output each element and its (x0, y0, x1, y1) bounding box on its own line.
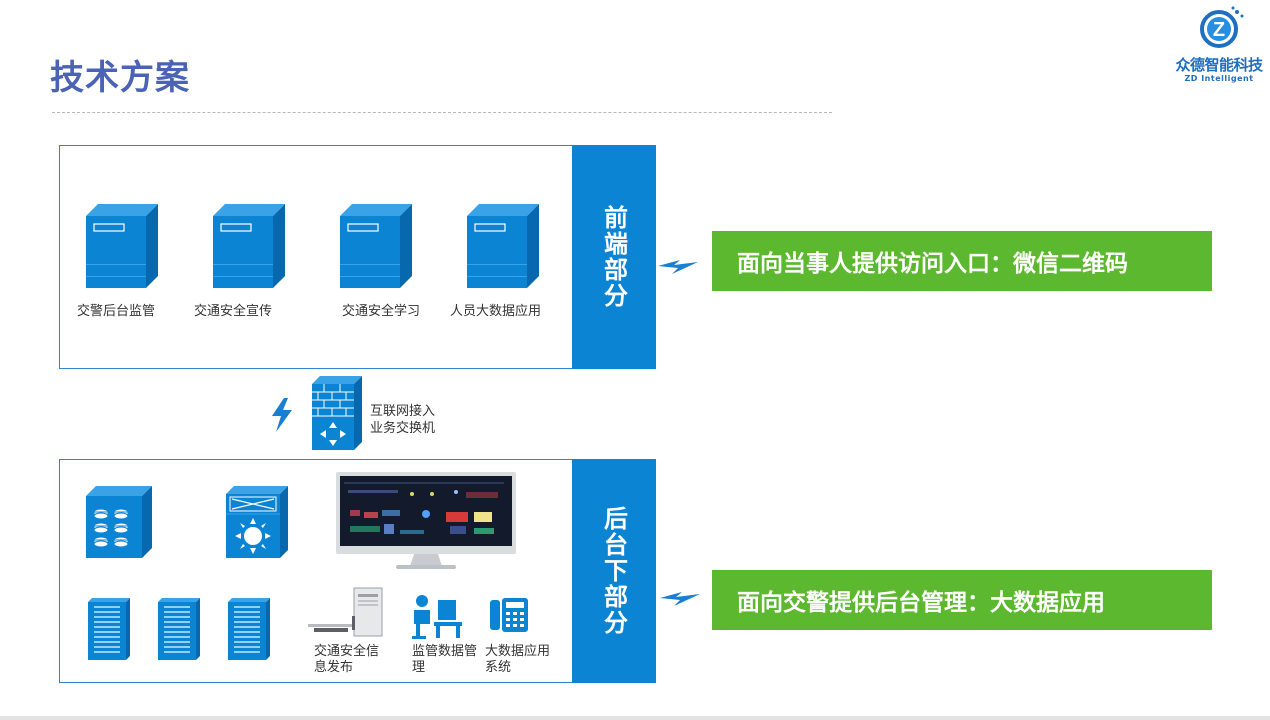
front-side-label: 前端部分 (572, 145, 656, 369)
terminal-phone-icon (490, 598, 528, 632)
server-label-police-monitor: 交警后台监管 (77, 304, 156, 319)
server-label-safety-promo: 交通安全宣传 (194, 304, 273, 319)
lightning-icon (272, 398, 292, 432)
workstation-icon (308, 587, 383, 637)
logo-subtitle: ZD Intelligent (1184, 74, 1254, 83)
firewall-switch-icon (312, 376, 362, 450)
operator-icon (412, 595, 462, 639)
label-info-release: 交通安全信息发布 (314, 644, 380, 675)
server-label-personnel-bigdata: 人员大数据应用 (450, 304, 542, 319)
footer-bar (0, 716, 1270, 720)
server-icon (213, 204, 286, 289)
rack-server-icon (88, 598, 130, 660)
monitor-dashboard-icon (336, 472, 516, 569)
company-logo: Z 众德智能科技 ZD Intelligent (1165, 4, 1270, 84)
server-icon (340, 204, 413, 289)
rack-server-icon (158, 598, 200, 660)
front-callout: 面向当事人提供访问入口：微信二维码 (712, 231, 1212, 291)
switch-label-line1: 互联网接入 (370, 404, 436, 419)
back-callout: 面向交警提供后台管理：大数据应用 (712, 570, 1212, 630)
switch-label-line2: 业务交换机 (370, 421, 436, 436)
server-label-safety-learning: 交通安全学习 (342, 304, 421, 319)
lightning-connector-icon (660, 592, 700, 606)
svg-text:Z: Z (1213, 19, 1225, 41)
back-side-label: 后台下部分 (572, 459, 656, 683)
label-monitor-data: 监管数据管理 (412, 644, 478, 675)
label-bigdata-system: 大数据应用系统 (485, 644, 551, 675)
core-switch-icon (226, 486, 288, 558)
lightning-connector-icon (658, 260, 698, 274)
database-server-icon (86, 486, 152, 558)
logo-z-icon: Z (1200, 6, 1244, 48)
title-divider (52, 112, 832, 113)
server-icon (86, 204, 159, 289)
page-title: 技术方案 (50, 58, 190, 98)
rack-server-icon (228, 598, 270, 660)
logo-brand-text: 众德智能科技 (1175, 56, 1263, 74)
server-icon (467, 204, 540, 289)
